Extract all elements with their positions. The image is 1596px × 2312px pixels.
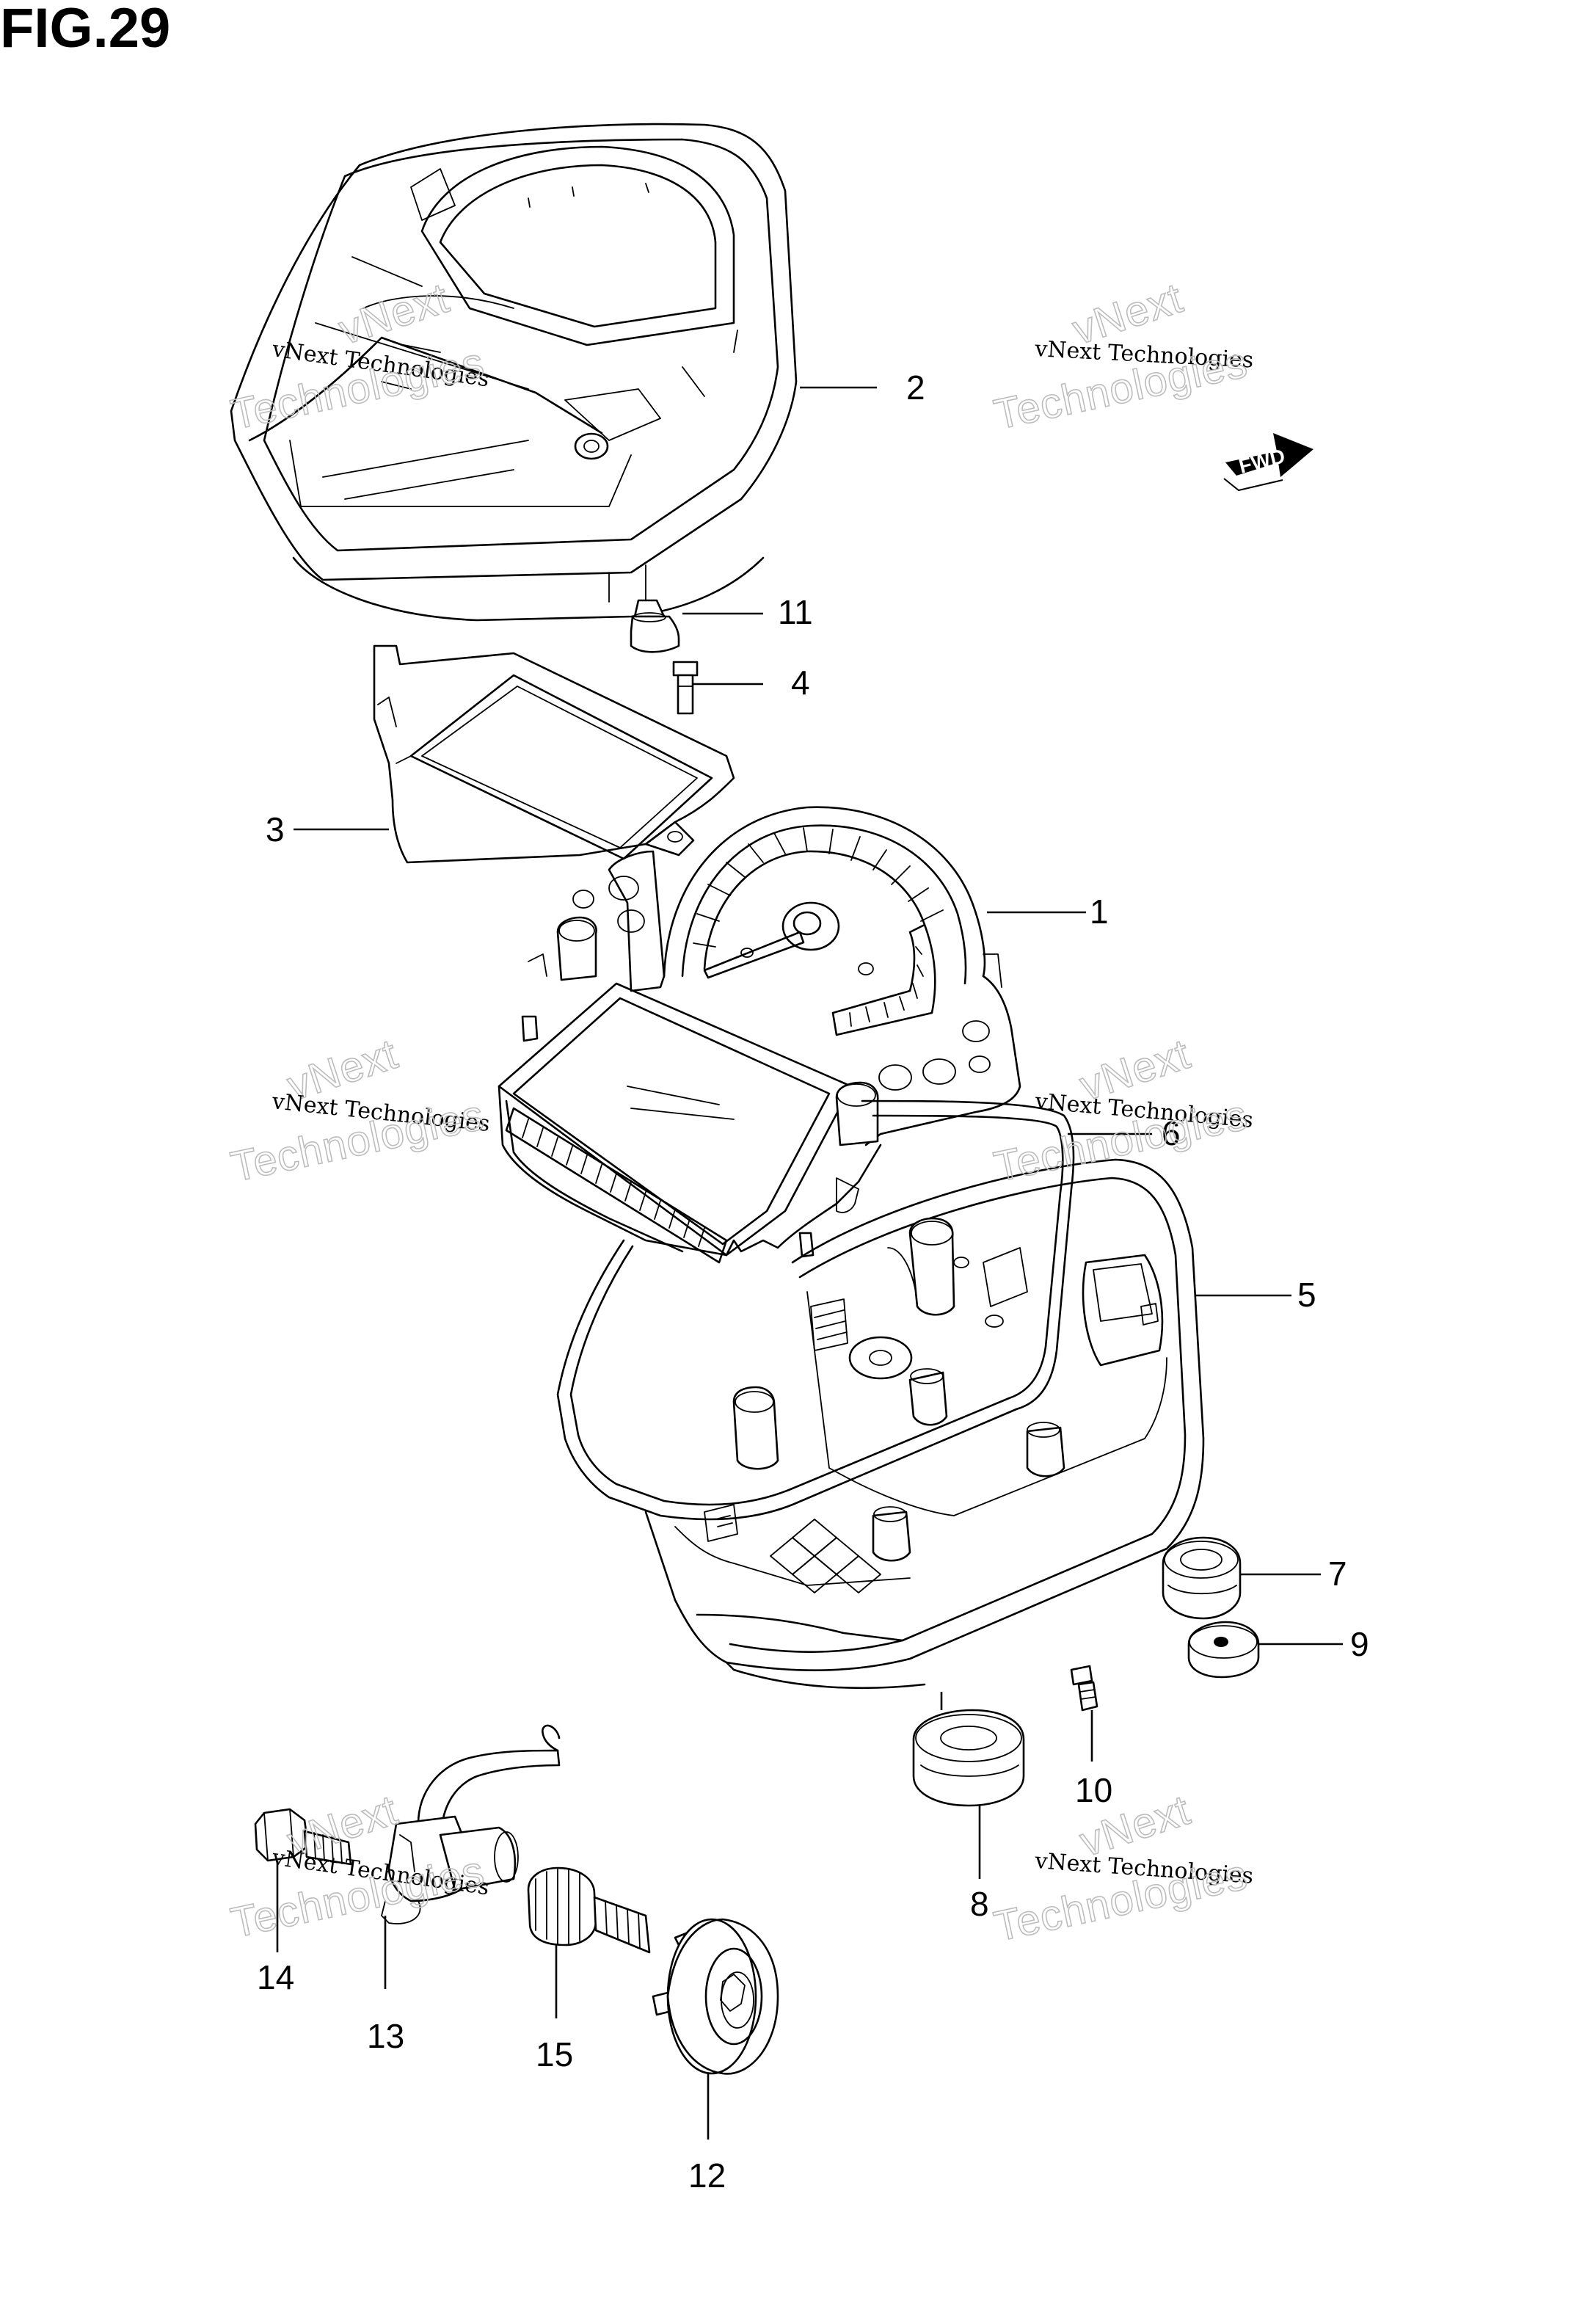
part-3-lens-plate (373, 644, 735, 864)
forward-arrow-icon: FWD (1223, 433, 1313, 492)
part-9-washer (1187, 1621, 1260, 1679)
part-11-grommet (630, 564, 680, 653)
callout-6: 6 (1162, 1114, 1181, 1152)
figure-title: FIG.29 (0, 0, 170, 59)
watermark-top-right: vNext vNext Technologies Technologies (989, 273, 1254, 439)
callout-numbers: 2 11 4 3 1 6 5 7 9 10 8 14 13 15 12 (257, 368, 1369, 2195)
callout-2: 2 (906, 368, 925, 407)
callout-13: 13 (367, 2017, 404, 2055)
part-4-pin (672, 661, 699, 715)
part-14-bolt (254, 1808, 352, 1866)
part-1-instrument-cluster (498, 806, 1021, 1264)
fwd-label: FWD (1236, 444, 1287, 478)
callout-4: 4 (791, 664, 810, 702)
part-15-screw (527, 1866, 651, 1954)
callout-3: 3 (266, 810, 285, 848)
callout-1: 1 (1090, 893, 1109, 931)
part-7-grommet (1162, 1536, 1242, 1620)
part-13-sensor (381, 1724, 561, 1924)
connector-pins (522, 1119, 705, 1247)
callout-12: 12 (688, 2156, 726, 2195)
callout-10: 10 (1075, 1771, 1112, 1809)
part-5-lower-case (644, 1158, 1205, 1690)
callout-14: 14 (257, 1958, 294, 1996)
watermark-mid-right: vNext vNext Technologies Technologies (989, 1029, 1254, 1191)
watermark-top-left: vNext vNext Technologies Technologies (226, 273, 490, 439)
callout-7: 7 (1328, 1555, 1347, 1593)
rib-grid (704, 1298, 881, 1593)
callout-5: 5 (1297, 1276, 1316, 1314)
part-8-cushion (912, 1709, 1025, 1807)
part-12-adjust-knob (652, 1918, 779, 2075)
watermark-mid-left: vNext vNext Technologies Technologies (226, 1029, 491, 1191)
callout-11: 11 (778, 593, 813, 631)
part-6-wire-harness (556, 1099, 1075, 1521)
callout-8: 8 (970, 1885, 989, 1923)
watermark-bottom-left: vNext vNext Technologies Technologies (226, 1785, 490, 1947)
callout-9: 9 (1350, 1625, 1369, 1663)
watermark-bottom-right: vNext vNext Technologies Technologies (989, 1785, 1254, 1951)
part-10-screw (1070, 1665, 1098, 1712)
callout-15: 15 (536, 2035, 573, 2073)
part-2-meter-cover (230, 123, 798, 622)
